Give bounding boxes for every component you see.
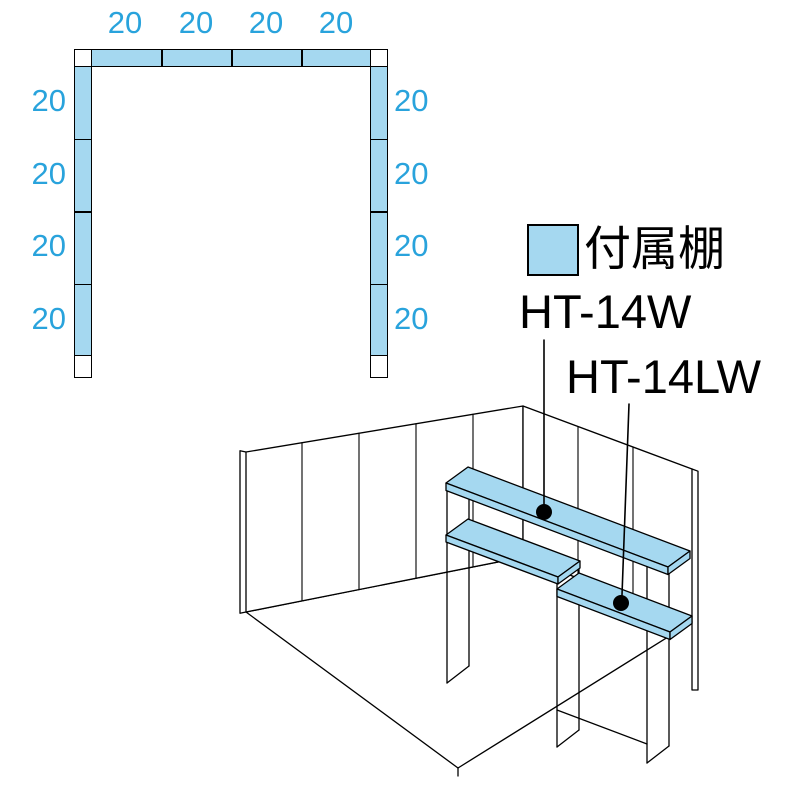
segment-divider: [301, 50, 303, 66]
segment-divider: [75, 211, 91, 213]
plan-left-shelf-bar: [74, 65, 92, 357]
legend-swatch: [527, 224, 579, 276]
dimension-label-right-1: 20: [394, 83, 429, 118]
dimension-label-top-2: 20: [178, 5, 214, 40]
segment-divider: [75, 138, 91, 141]
segment-divider: [371, 283, 387, 286]
shelf-legs-left: [446, 473, 470, 684]
right-wall-panel-seams: [577, 425, 634, 600]
plan-foot-cap-right: [370, 355, 388, 378]
segment-divider: [161, 50, 163, 66]
dimension-label-right-4: 20: [394, 301, 429, 336]
plan-corner-cap-left: [74, 49, 92, 67]
legend: 付属棚 HT-14W HT-14LW: [519, 222, 761, 403]
plan-diagram: 20 20 20 20 20 20 20 20 20 20 20 20: [0, 0, 460, 400]
shelf-marker-dot-ht14lw: [613, 595, 629, 611]
dimension-label-right-2: 20: [394, 156, 429, 191]
plan-corner-cap-right: [370, 49, 388, 67]
dimension-label-left-4: 20: [31, 301, 66, 336]
legend-model-ht14lw: HT-14LW: [566, 350, 761, 403]
segment-divider: [371, 211, 387, 213]
plan-foot-cap-left: [74, 355, 92, 378]
shelf-upper-tier: [445, 518, 581, 585]
dimension-label-left-3: 20: [31, 228, 66, 263]
legend-swatch-label: 付属棚: [584, 222, 725, 275]
dimension-label-top-3: 20: [248, 5, 284, 40]
segment-divider: [371, 138, 387, 141]
shelf-marker-dot-ht14w: [536, 504, 552, 520]
dimension-label-right-3: 20: [394, 228, 429, 263]
dimension-label-left-1: 20: [31, 83, 66, 118]
dimension-label-top-1: 20: [107, 5, 143, 40]
leader-line-ht14lw: [621, 403, 630, 596]
right-wall-post: [691, 468, 699, 691]
legend-model-ht14w: HT-14W: [519, 285, 692, 338]
dimension-label-top-4: 20: [318, 5, 354, 40]
segment-divider: [231, 50, 233, 66]
segment-divider: [75, 283, 91, 286]
dimension-label-left-2: 20: [31, 156, 66, 191]
shelf-upper: [445, 466, 691, 576]
left-wall-post: [239, 450, 247, 614]
